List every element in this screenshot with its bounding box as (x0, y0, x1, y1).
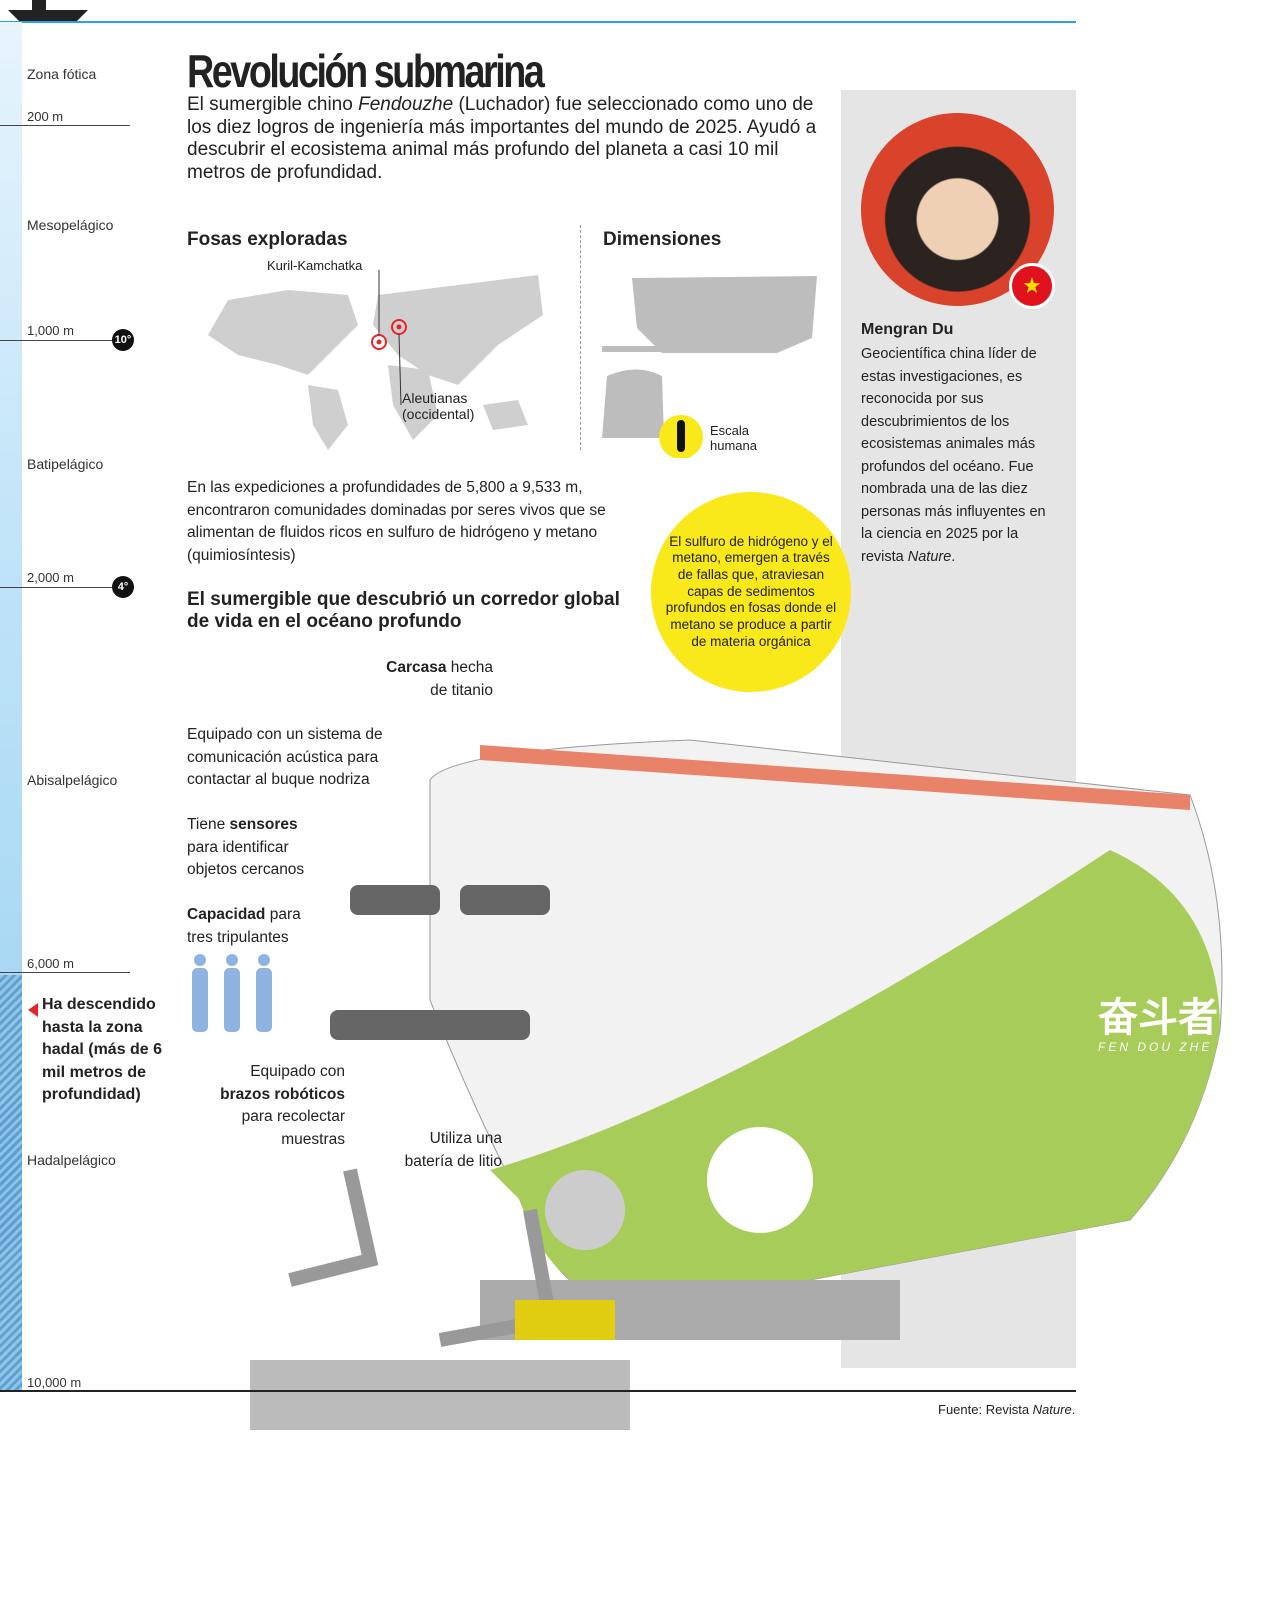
zone-label: Hadalpelágico (27, 1152, 116, 1168)
hadal-note: Ha descendido hasta la zona hadal (más d… (42, 996, 163, 1103)
lead-paragraph: El sumergible chino Fendouzhe (Luchador)… (187, 94, 817, 183)
trenches-heading: Fosas exploradas (187, 229, 348, 250)
page-title: Revolución submarina (187, 45, 545, 97)
zone-label: Mesopelágico (27, 217, 114, 233)
zone-label: Abisalpelágico (27, 772, 118, 788)
aleutian-label: Aleutianas (occidental) (402, 390, 475, 422)
zone-label: Zona fótica (27, 66, 97, 82)
world-map (208, 270, 543, 450)
kuril-label: Kuril-Kamchatka (267, 258, 363, 273)
depth-mark: 200 m (27, 109, 64, 124)
hull-annotation: Carcasa hecha de titanio (386, 659, 493, 699)
depth-mark: 10,000 m (27, 1375, 82, 1390)
depth-mark: 2,000 m (27, 570, 74, 585)
hadal-zone-hatch (0, 975, 22, 1390)
sea-surface-line (0, 21, 1076, 23)
human-scale-label: Escala humana (710, 423, 757, 453)
depth-mark: 1,000 m (27, 323, 74, 338)
ship-icon (8, 0, 88, 27)
pointer-icon (28, 1003, 38, 1017)
sub-logo-chinese: 奋斗者 (1098, 996, 1218, 1040)
temperature-badge: 10° (112, 329, 134, 351)
crew-icon (192, 954, 272, 1032)
battery-annotation: Utiliza una batería de litio (404, 1130, 502, 1170)
source-credit: Fuente: Revista Nature. (938, 1402, 1076, 1417)
sub-logo-latin: FEN DOU ZHE (1098, 1040, 1213, 1054)
seafloor-line (0, 1390, 1076, 1392)
acoustic-annotation: Equipado con un sistema de comunicación … (187, 726, 383, 788)
china-flag-icon: ★ (1009, 263, 1055, 309)
depth-mark: 6,000 m (27, 956, 74, 971)
expeditions-text: En las expediciones a profundidades de 5… (187, 479, 606, 564)
chemosynthesis-callout: El sulfuro de hidrógeno y el metano, eme… (651, 492, 851, 692)
sensors-annotation: Tiene sensores para identificar objetos … (187, 816, 305, 878)
profile-bio: Geocientífica china líder de estas inves… (861, 346, 1046, 565)
dimensions-silhouette (602, 276, 817, 458)
crew-annotation: Capacidad para tres tripulantes (187, 906, 301, 946)
divider (580, 225, 581, 450)
submarine-illustration (250, 739, 1223, 1430)
submarine-heading: El sumergible que descubrió un corredor … (187, 589, 620, 632)
profile-name: Mengran Du (861, 321, 954, 338)
zone-label: Batipelágico (27, 456, 104, 472)
temperature-badge: 4° (112, 576, 134, 598)
dimensions-heading: Dimensiones (603, 229, 722, 250)
